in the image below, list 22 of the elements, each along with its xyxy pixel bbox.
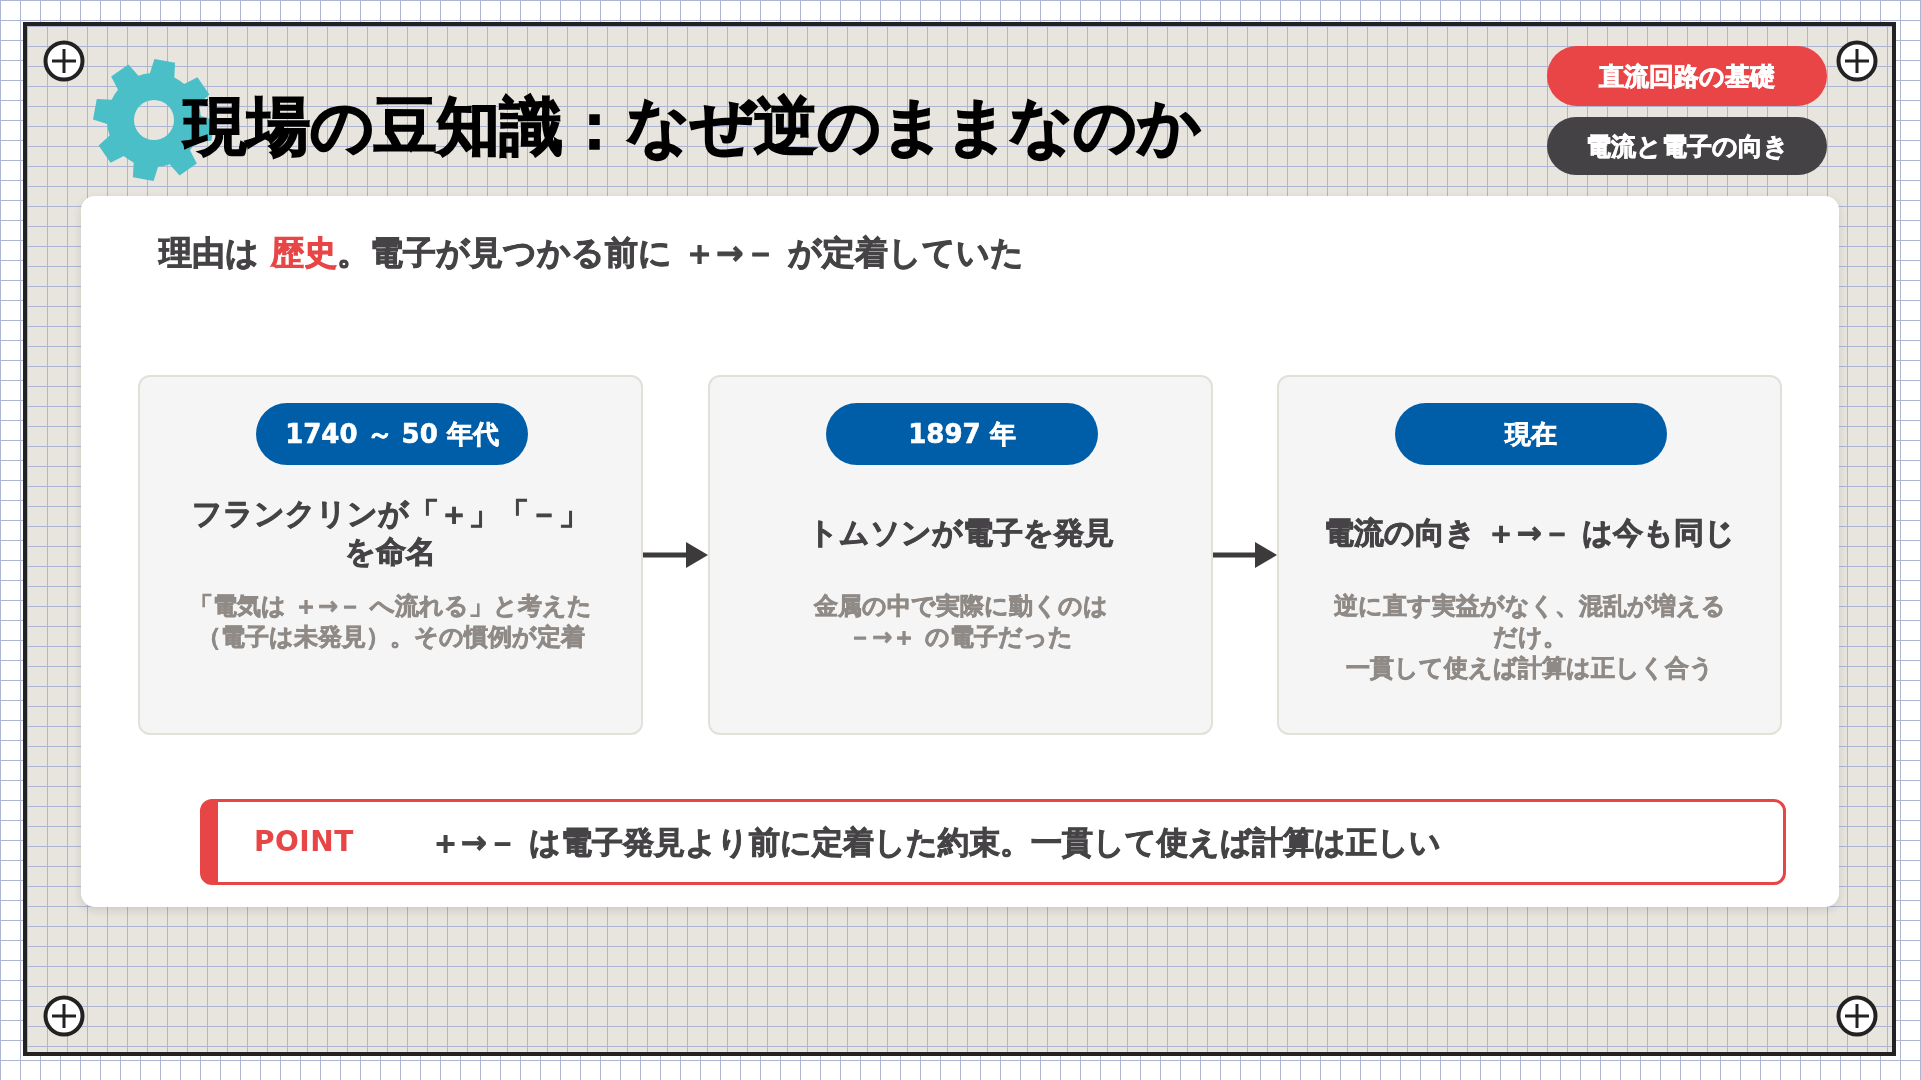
arrow [1213,542,1277,568]
card-heading: 電流の向き ＋→－ は今も同じ [1323,514,1736,552]
timeline-card [708,375,1213,735]
card-heading: トムソンが電子を発見 [806,514,1115,552]
card-description: 逆に直す実益がなく、混乱が増えるだけ。 [1332,591,1727,653]
card-heading: フランクリンが「＋」「－」を命名 [191,495,590,571]
subtitle: 理由は 歴史。電子が見つかる前に ＋→－ が定着していた [159,233,1025,273]
point-label: POINT [254,828,354,856]
point-statement: ＋→－ は電子発見より前に定着した約束。一貫して使えば計算は正しい [429,826,1441,858]
topic-tag: 電流と電子の向き [1547,117,1827,175]
arrow [643,542,708,568]
timeline-card [1277,375,1782,735]
period-tag: 現在 [1395,403,1667,465]
content-panel [81,196,1839,907]
card-description: 金属の中で実際に動くのは－→＋ の電子だった [812,591,1109,653]
period-tag: 1897 年 [826,403,1098,465]
point-callout [200,799,1786,885]
card-description: 一貫して使えば計算は正しく合う [1345,653,1714,684]
timeline-card [138,375,643,735]
period-tag: 1740 ～ 50 年代 [256,403,528,465]
card-description: 「電気は ＋→－ へ流れる」と考えた（電子は未発見）。その慣例が定着 [187,591,594,653]
category-tag: 直流回路の基礎 [1547,46,1827,106]
